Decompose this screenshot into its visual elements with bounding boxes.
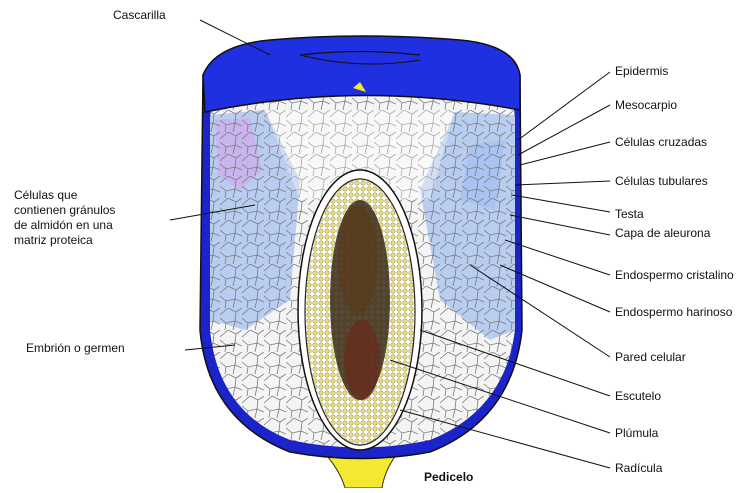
label-celulas-almidon-4: matriz proteica bbox=[14, 233, 93, 247]
label-capa-aleurona: Capa de aleurona bbox=[615, 226, 710, 240]
label-epidermis: Epidermis bbox=[615, 64, 668, 78]
label-celulas-almidon-3: de almidón en una bbox=[14, 218, 113, 232]
label-mesocarpio: Mesocarpio bbox=[615, 98, 677, 112]
label-endospermo-cristalino: Endospermo cristalino bbox=[615, 268, 734, 282]
label-embrion: Embrión o germen bbox=[26, 341, 125, 355]
label-escutelo: Escutelo bbox=[615, 389, 661, 403]
label-pedicelo: Pedicelo bbox=[424, 470, 473, 484]
label-plumula: Plúmula bbox=[615, 426, 658, 440]
label-celulas-almidon-1: Células que bbox=[14, 188, 77, 202]
label-cascarilla: Cascarilla bbox=[113, 8, 166, 22]
label-celulas-tubulares: Células tubulares bbox=[615, 174, 708, 188]
label-testa: Testa bbox=[615, 207, 644, 221]
label-pared-celular: Pared celular bbox=[615, 350, 686, 364]
label-radicula: Radícula bbox=[615, 461, 662, 475]
label-celulas-almidon-2: contienen gránulos bbox=[14, 203, 115, 217]
label-endospermo-harinoso: Endospermo harinoso bbox=[615, 305, 732, 319]
label-celulas-cruzadas: Células cruzadas bbox=[615, 135, 707, 149]
